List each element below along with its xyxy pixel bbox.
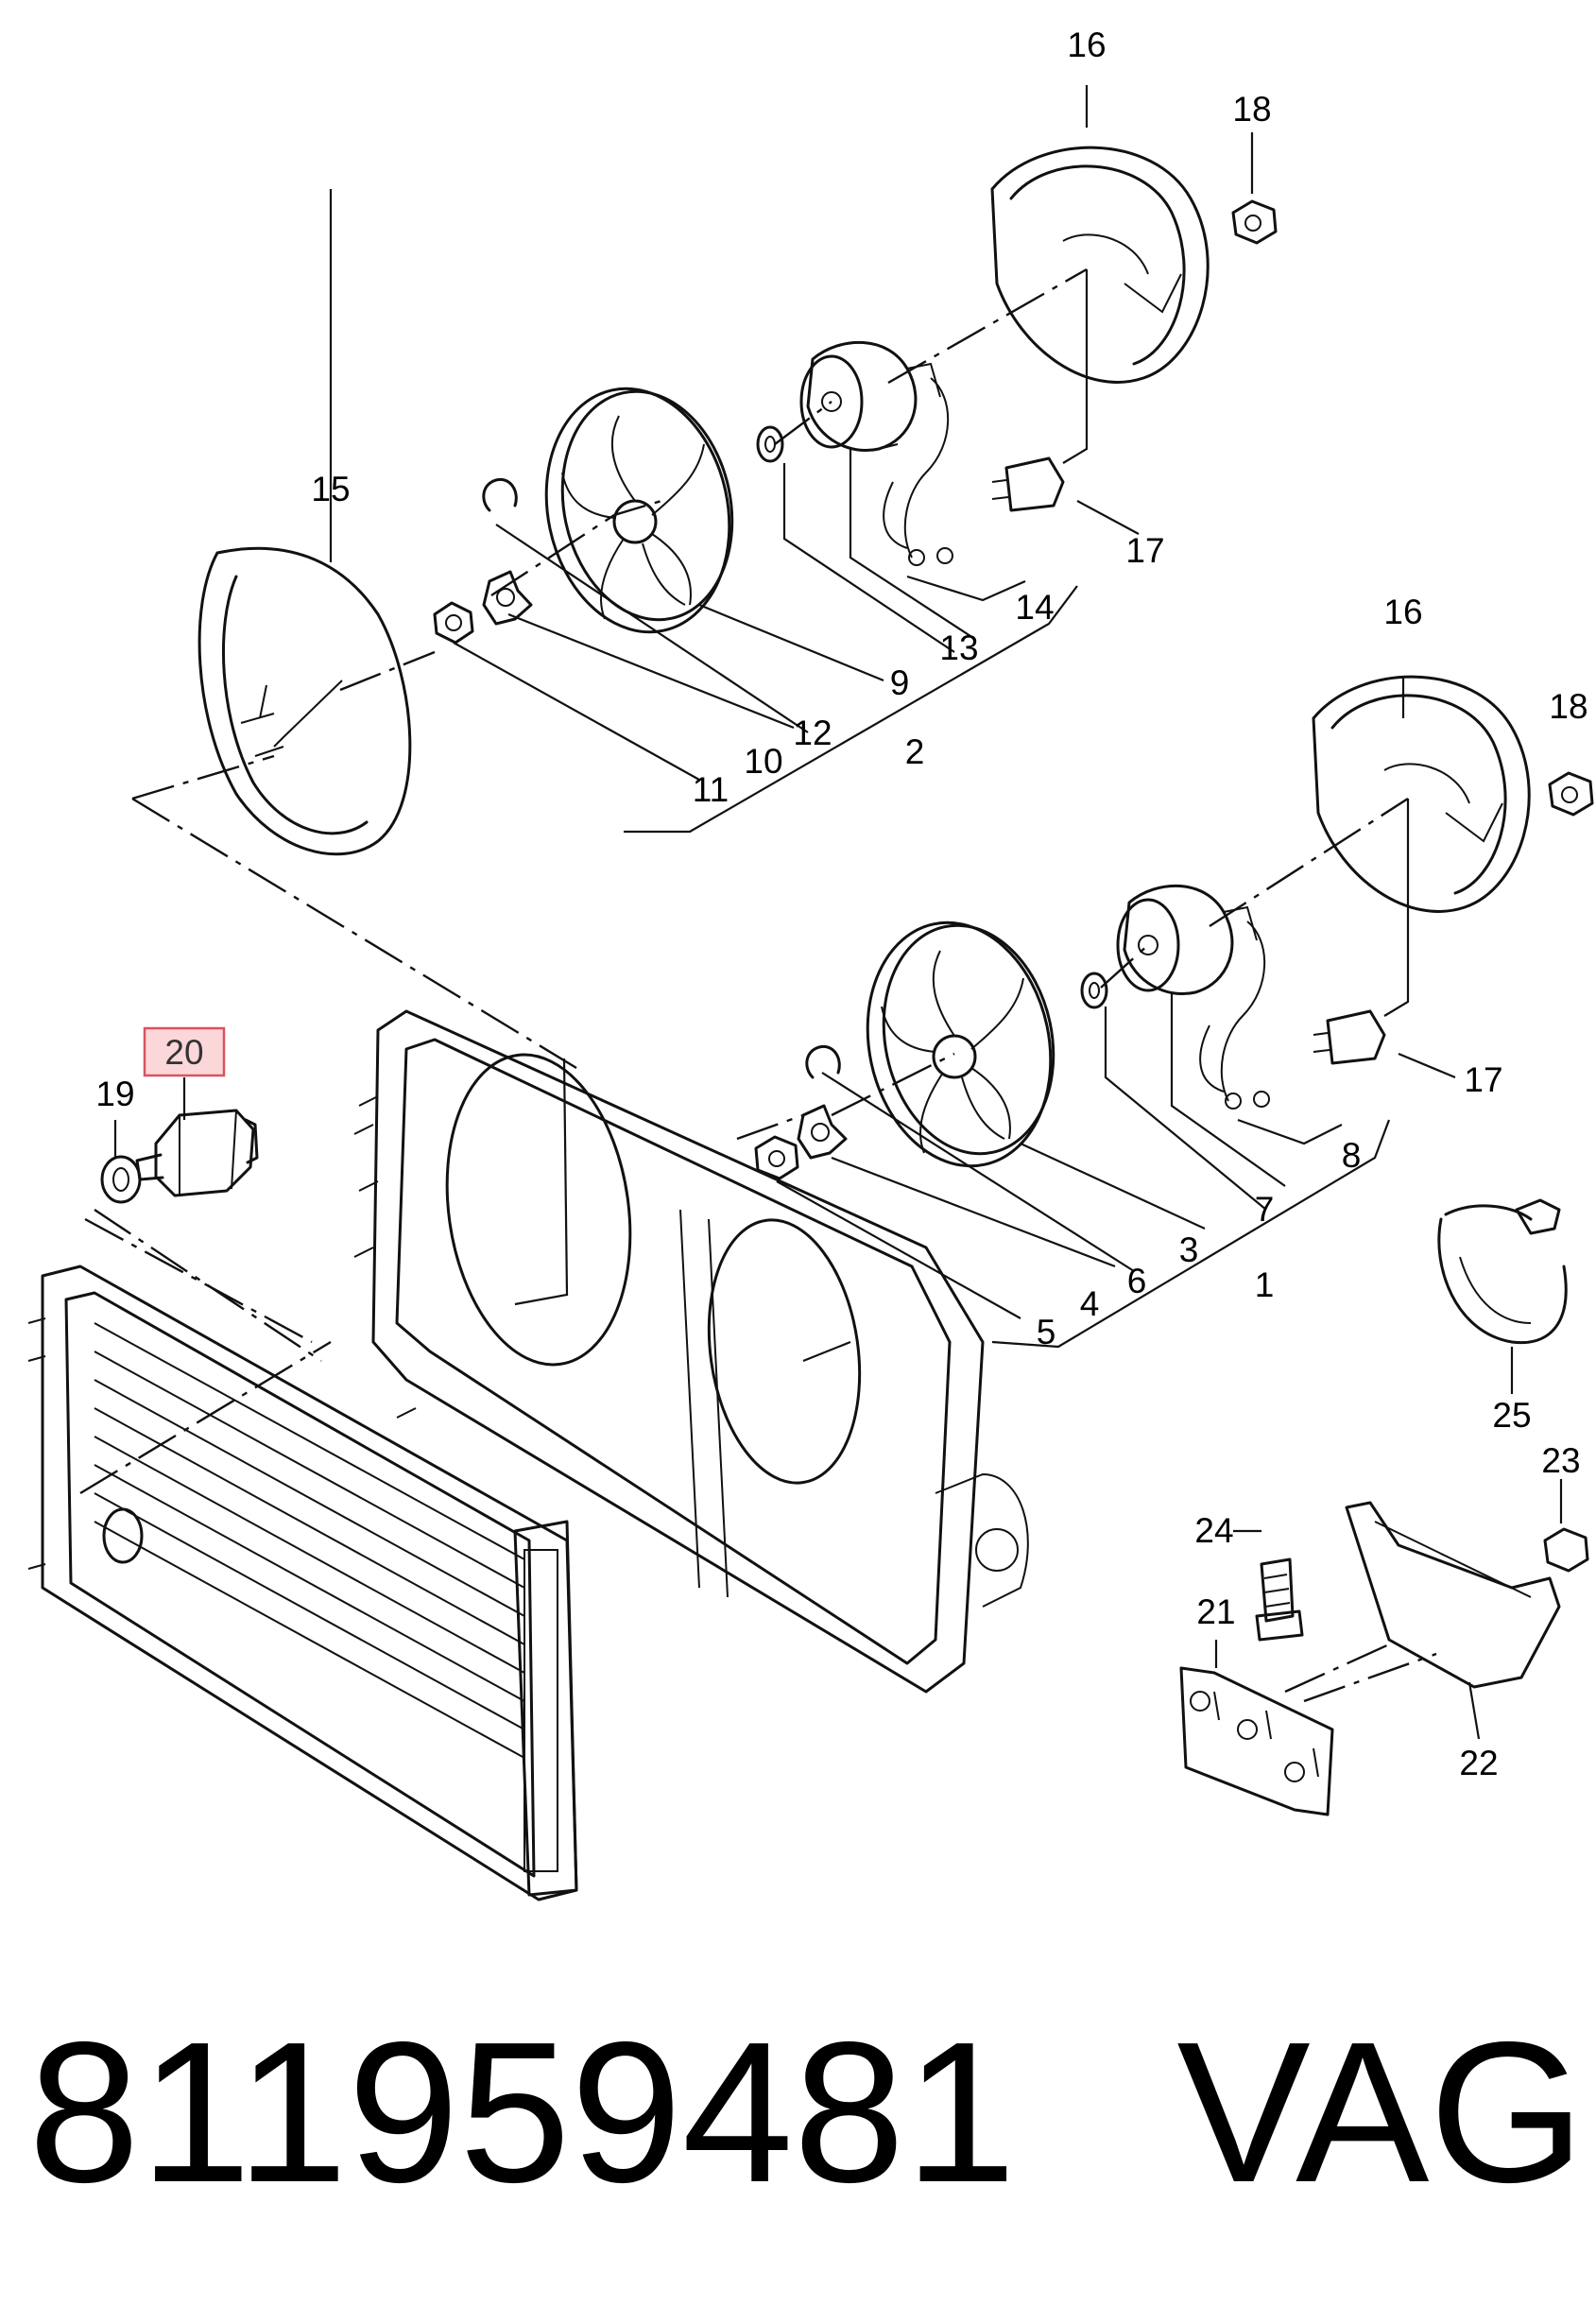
callout-1: 1 — [1255, 1265, 1275, 1304]
motor-8 — [1116, 884, 1270, 1110]
part-number: 811959481 — [28, 2000, 1017, 2224]
callout-8: 8 — [1342, 1136, 1362, 1175]
nut-18-upper — [1231, 199, 1278, 245]
nut-11 — [433, 601, 474, 645]
washer-7 — [1080, 972, 1108, 1009]
callout-23: 23 — [1541, 1441, 1580, 1480]
callout-14: 14 — [1015, 588, 1054, 627]
callout-16-upper: 16 — [1067, 26, 1106, 64]
callout-16-lower: 16 — [1383, 593, 1422, 631]
radiator — [27, 1217, 578, 1901]
callout-21: 21 — [1196, 1592, 1235, 1631]
thermo-switch-20 — [135, 1109, 259, 1197]
callout-2: 2 — [905, 732, 925, 771]
washer-13 — [756, 425, 784, 463]
clip-12 — [482, 477, 518, 512]
bracket-22 — [1345, 1501, 1561, 1740]
callout-5: 5 — [1037, 1313, 1056, 1351]
clip-6 — [805, 1044, 841, 1079]
callout-11: 11 — [693, 770, 729, 809]
callout-10: 10 — [744, 742, 782, 781]
control-unit-21 — [1179, 1666, 1334, 1816]
callout-17-lower: 17 — [1464, 1060, 1502, 1099]
callout-12: 12 — [793, 714, 832, 752]
sealing-ring-19 — [100, 1155, 142, 1204]
upper-fan-assembly — [131, 85, 1278, 1070]
callout-20-highlight: 20 — [143, 1026, 226, 1077]
callout-labels: 16 18 15 17 14 13 9 12 2 10 11 16 18 17 … — [95, 26, 1587, 1782]
callout-3: 3 — [1179, 1230, 1199, 1269]
lower-fan-assembly — [736, 675, 1594, 1349]
housing-16-lower — [1312, 675, 1531, 913]
highlight-box — [143, 1026, 226, 1077]
part-caption: 811959481 VAG — [28, 2000, 1585, 2224]
callout-18-lower: 18 — [1549, 687, 1587, 726]
fan-shroud-15 — [197, 546, 412, 856]
nut-23 — [1543, 1527, 1589, 1573]
motor-14 — [799, 340, 953, 566]
fan-impeller-9 — [544, 387, 734, 634]
callout-13: 13 — [939, 628, 978, 667]
connector-17-upper — [991, 456, 1065, 512]
brand-name: VAG — [1176, 2000, 1586, 2224]
hub-10 — [482, 570, 533, 626]
hose-clamp-25 — [1437, 1198, 1568, 1345]
bolt-24 — [1255, 1557, 1304, 1642]
callout-19: 19 — [95, 1075, 134, 1113]
connector-17-lower — [1313, 1009, 1386, 1065]
callout-18-upper: 18 — [1232, 90, 1271, 129]
callout-17-upper: 17 — [1125, 531, 1164, 570]
housing-16-upper — [990, 146, 1210, 384]
callout-4: 4 — [1080, 1284, 1100, 1323]
callout-24: 24 — [1194, 1511, 1233, 1550]
nut-18-lower — [1548, 771, 1594, 817]
callout-25: 25 — [1492, 1396, 1531, 1435]
callout-7: 7 — [1255, 1190, 1275, 1229]
callout-20: 20 — [164, 1033, 203, 1072]
callout-9: 9 — [890, 663, 910, 702]
radiator-carrier-frame — [353, 1009, 1029, 1694]
callout-6: 6 — [1127, 1262, 1147, 1300]
hub-4 — [797, 1104, 848, 1160]
fan-impeller-3 — [866, 921, 1055, 1168]
callout-15: 15 — [311, 470, 350, 508]
callout-22: 22 — [1459, 1744, 1498, 1782]
